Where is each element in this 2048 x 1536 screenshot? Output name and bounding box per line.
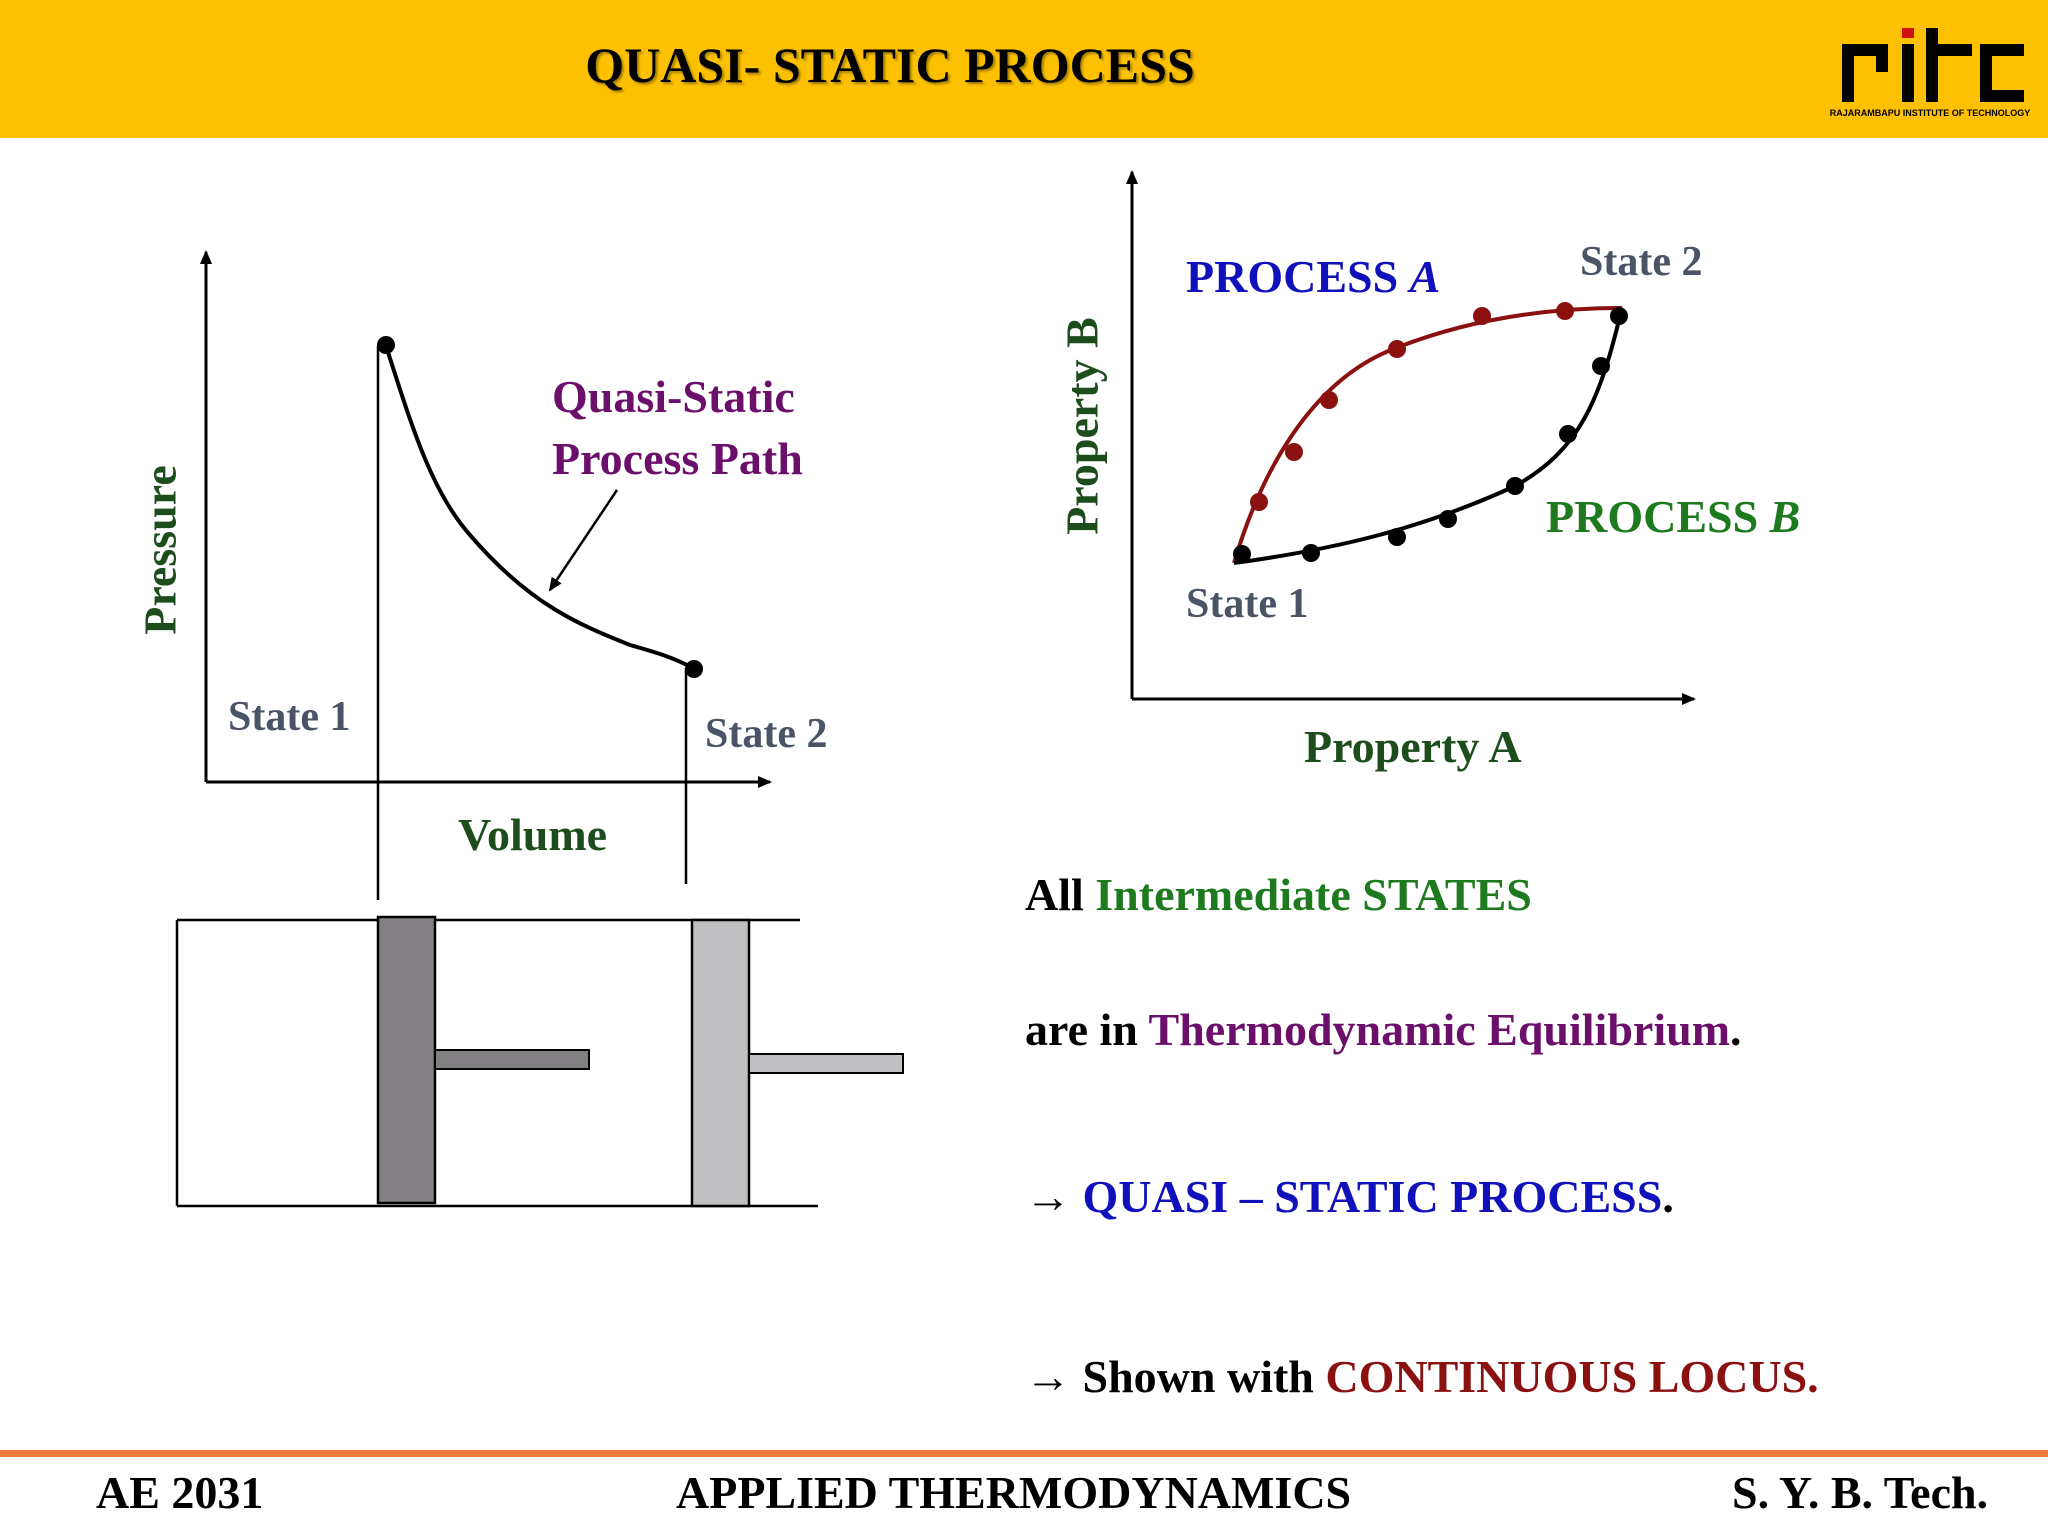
process-a-word: PROCESS xyxy=(1186,251,1399,302)
process-b-point xyxy=(1233,545,1251,563)
prop-state1-label: State 1 xyxy=(1186,581,1309,627)
footer-course-title: APPLIED THERMODYNAMICS xyxy=(676,1467,1352,1518)
text-line-2: are in Thermodynamic Equilibrium. xyxy=(1025,1003,1742,1056)
process-a-label: PROCESS A xyxy=(1186,250,1440,303)
volume-axis-label: Volume xyxy=(458,809,608,860)
process-a-point xyxy=(1388,340,1406,358)
prop-state2-label: State 2 xyxy=(1580,239,1703,285)
state2-point xyxy=(685,660,703,678)
text-line-1-a: All xyxy=(1025,869,1084,920)
process-a-point xyxy=(1556,302,1574,320)
process-a-point xyxy=(1473,307,1491,325)
property-a-axis-label: Property A xyxy=(1304,721,1522,772)
text-line-2-a: are in xyxy=(1025,1004,1138,1055)
piston-state2 xyxy=(690,918,751,1208)
path-label-line1: Quasi-Static xyxy=(552,371,795,422)
process-a-letter: A xyxy=(1409,251,1441,302)
process-b-points xyxy=(1233,307,1628,563)
text-line-4-b: CONTINUOUS LOCUS. xyxy=(1325,1351,1819,1402)
logo-caption: RAJARAMBAPU INSTITUTE OF TECHNOLOGY xyxy=(1830,108,2030,118)
text-line-4: → Shown with CONTINUOUS LOCUS. xyxy=(1025,1350,1819,1403)
text-line-1-b: Intermediate STATES xyxy=(1095,869,1532,920)
text-line-3-c: . xyxy=(1662,1171,1674,1222)
process-b-point xyxy=(1388,528,1406,546)
process-b-point xyxy=(1439,510,1457,528)
process-a-point xyxy=(1250,493,1268,511)
process-b-point xyxy=(1610,307,1628,325)
text-line-2-c: . xyxy=(1730,1004,1742,1055)
pressure-axis-label: Pressure xyxy=(134,465,186,635)
process-a-point xyxy=(1320,391,1338,409)
arrow-icon: → xyxy=(1025,1171,1071,1222)
process-b-point xyxy=(1302,544,1320,562)
piston-state1 xyxy=(376,915,437,1205)
text-line-4-a: Shown with xyxy=(1082,1351,1314,1402)
process-b-label: PROCESS B xyxy=(1546,490,1800,543)
process-b-point xyxy=(1559,425,1577,443)
arrow-icon: → xyxy=(1025,1351,1071,1402)
process-b-word: PROCESS xyxy=(1546,491,1759,542)
piston-rod-state2 xyxy=(748,1053,904,1074)
institute-logo: RAJARAMBAPU INSTITUTE OF TECHNOLOGY xyxy=(1830,22,2030,122)
process-a-points xyxy=(1250,302,1574,511)
quasi-static-curve xyxy=(384,345,694,670)
piston-rod-state1 xyxy=(434,1049,590,1070)
footer-divider xyxy=(0,1450,2048,1457)
text-line-3: → QUASI – STATIC PROCESS. xyxy=(1025,1170,1674,1223)
path-label-line2: Process Path xyxy=(552,433,803,484)
footer-class: S. Y. B. Tech. xyxy=(1732,1467,1989,1518)
property-b-axis-label: Property B xyxy=(1056,317,1108,535)
process-b-point xyxy=(1592,357,1610,375)
pv-state1-label: State 1 xyxy=(228,694,351,740)
header-bar xyxy=(0,0,2048,138)
text-line-2-b: Thermodynamic Equilibrium xyxy=(1148,1004,1731,1055)
rit-logo-icon: RAJARAMBAPU INSTITUTE OF TECHNOLOGY xyxy=(1830,28,2030,118)
process-b-point xyxy=(1506,477,1524,495)
process-a-point xyxy=(1285,443,1303,461)
pv-state2-label: State 2 xyxy=(705,711,828,757)
text-line-3-b: QUASI – STATIC PROCESS xyxy=(1082,1171,1663,1222)
process-b-letter: B xyxy=(1769,491,1801,542)
state1-point xyxy=(377,336,395,354)
path-label-pointer xyxy=(548,489,619,592)
slide-title: QUASI- STATIC PROCESS xyxy=(585,37,1195,93)
text-line-1: All Intermediate STATES xyxy=(1025,868,1532,921)
footer-course-code: AE 2031 xyxy=(96,1467,264,1518)
